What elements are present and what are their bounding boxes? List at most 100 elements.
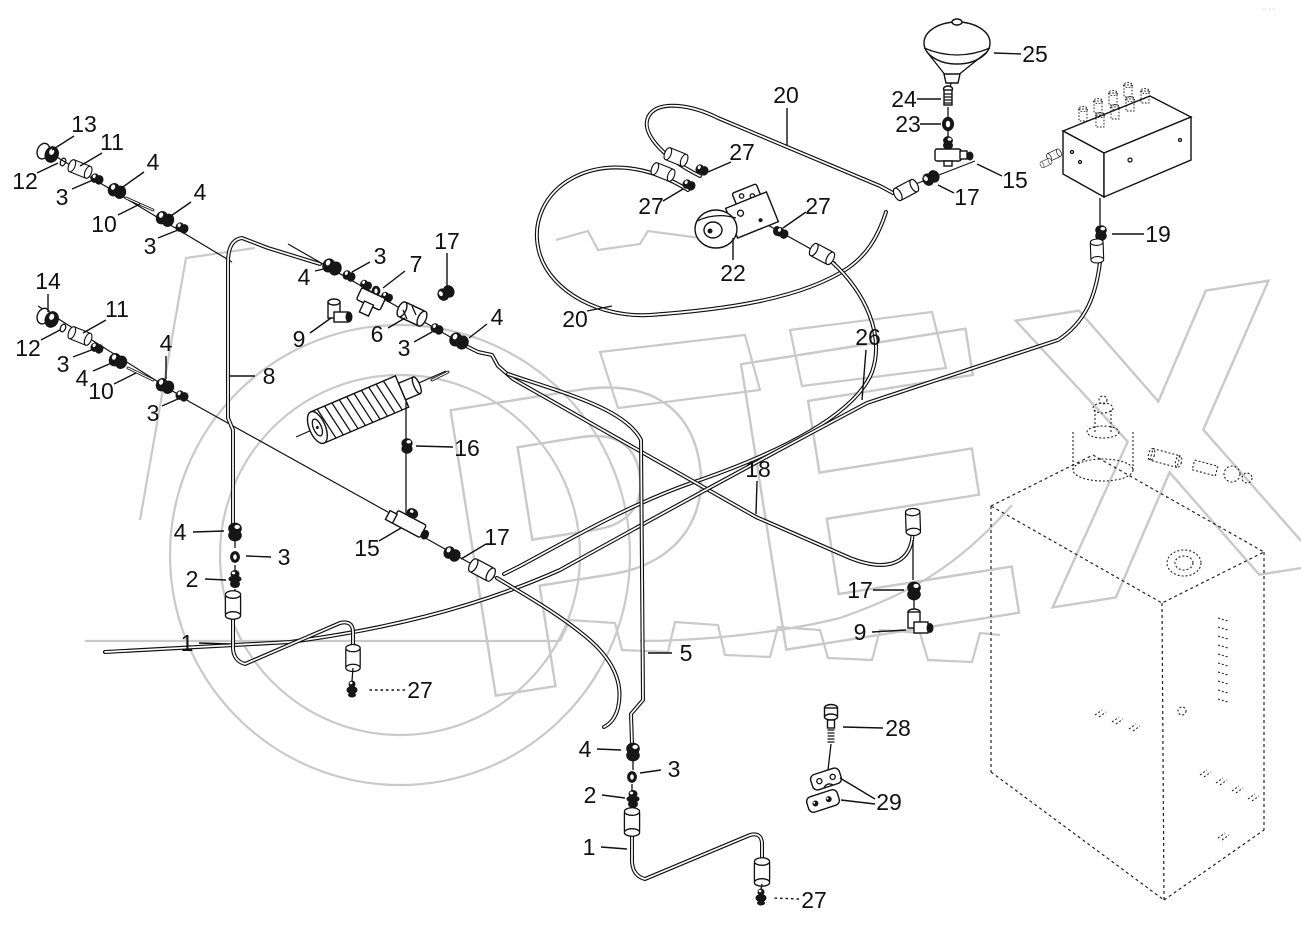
callout-1: 1 bbox=[583, 834, 596, 860]
callout-28: 28 bbox=[885, 715, 911, 741]
leader-line bbox=[204, 578, 227, 581]
leader-line bbox=[113, 372, 137, 385]
corner-micro-mark: ·· ··· bbox=[1262, 6, 1276, 13]
callout-26: 26 bbox=[855, 324, 881, 350]
callout-4: 4 bbox=[174, 519, 187, 545]
callout-13: 13 bbox=[71, 111, 97, 137]
leader-line bbox=[245, 555, 272, 558]
leader-line bbox=[600, 846, 628, 850]
tee-fitting-15-bottom bbox=[384, 508, 430, 540]
leader-line bbox=[993, 52, 1022, 55]
callout-11: 11 bbox=[105, 296, 129, 322]
leader-line bbox=[842, 726, 884, 729]
callout-27: 27 bbox=[407, 677, 433, 703]
elbow-9-tank bbox=[907, 608, 934, 634]
hose-end-20a bbox=[890, 177, 922, 203]
callout-11: 11 bbox=[100, 129, 124, 155]
leader-line bbox=[937, 184, 955, 194]
funnel-25 bbox=[923, 18, 991, 93]
fitting-24 bbox=[942, 85, 954, 106]
tank-line-end bbox=[904, 507, 934, 634]
callout-5: 5 bbox=[680, 640, 693, 666]
leader-line bbox=[119, 171, 145, 190]
bottom-port-stack bbox=[623, 742, 771, 906]
leader-line bbox=[662, 188, 684, 202]
left-port-stack bbox=[224, 522, 361, 698]
tank-hatch-column bbox=[1217, 617, 1229, 703]
leader-line bbox=[839, 777, 876, 800]
callout-17: 17 bbox=[954, 184, 980, 210]
hose-end-pump-a bbox=[661, 146, 691, 168]
callout-25: 25 bbox=[1022, 41, 1048, 67]
leader-line bbox=[707, 161, 732, 173]
callout-2: 2 bbox=[584, 782, 597, 808]
callout-9: 9 bbox=[293, 326, 306, 352]
hose-20a bbox=[644, 103, 895, 195]
leader-line bbox=[596, 748, 622, 751]
leader-line bbox=[82, 319, 107, 334]
callout-18: 18 bbox=[745, 456, 771, 482]
callout-4: 4 bbox=[491, 304, 504, 330]
leader-line bbox=[40, 329, 61, 341]
callout-3: 3 bbox=[147, 400, 160, 426]
leader-line bbox=[871, 629, 907, 633]
leader-line bbox=[378, 527, 402, 542]
callout-27: 27 bbox=[638, 193, 664, 219]
callout-14: 14 bbox=[35, 268, 61, 294]
leader-line bbox=[71, 179, 94, 190]
leader-line bbox=[415, 445, 454, 448]
leader-line bbox=[117, 203, 141, 216]
callout-3: 3 bbox=[668, 756, 681, 782]
callout-10: 10 bbox=[91, 211, 117, 237]
callout-3: 3 bbox=[278, 544, 291, 570]
callout-7: 7 bbox=[410, 251, 423, 277]
callout-12: 12 bbox=[12, 168, 38, 194]
callout-4: 4 bbox=[194, 179, 207, 205]
leader-line bbox=[161, 397, 181, 407]
callout-20: 20 bbox=[562, 306, 588, 332]
leader-line bbox=[167, 201, 192, 219]
callout-24: 24 bbox=[891, 86, 917, 112]
callout-27: 27 bbox=[729, 139, 755, 165]
elbow-9-mid bbox=[327, 298, 353, 323]
leader-line bbox=[772, 897, 800, 900]
callout-4: 4 bbox=[147, 149, 160, 175]
filter-assembly bbox=[306, 370, 498, 584]
leader-line bbox=[413, 331, 433, 343]
leader-line bbox=[387, 317, 406, 329]
callout-3: 3 bbox=[144, 233, 157, 259]
callout-17: 17 bbox=[484, 524, 510, 550]
leader-line bbox=[976, 163, 1003, 177]
leader-line bbox=[601, 794, 626, 799]
control-valve-22 bbox=[694, 183, 781, 249]
valve-block bbox=[1038, 82, 1193, 225]
callout-3: 3 bbox=[374, 243, 387, 269]
callout-3: 3 bbox=[57, 351, 70, 377]
nut-16 bbox=[401, 438, 413, 454]
leader-line bbox=[382, 270, 406, 289]
callout-4: 4 bbox=[76, 365, 89, 391]
callout-4: 4 bbox=[298, 264, 311, 290]
leader-line bbox=[755, 480, 758, 515]
callout-10: 10 bbox=[88, 378, 114, 404]
callout-15: 15 bbox=[1002, 167, 1028, 193]
watermark-letters: PEX bbox=[409, 188, 1301, 789]
callout-8: 8 bbox=[263, 363, 276, 389]
leader-line bbox=[314, 267, 329, 272]
callout-4: 4 bbox=[579, 736, 592, 762]
hose-end-pump-b bbox=[648, 161, 678, 183]
leader-line bbox=[840, 799, 876, 805]
leader-line bbox=[72, 348, 95, 358]
leader-line bbox=[468, 323, 488, 339]
callout-3: 3 bbox=[56, 184, 69, 210]
leader-line bbox=[586, 305, 613, 312]
callout-12: 12 bbox=[15, 335, 41, 361]
callout-20: 20 bbox=[773, 82, 799, 108]
callout-19: 19 bbox=[1145, 221, 1171, 247]
callout-17: 17 bbox=[847, 577, 873, 603]
leader-line bbox=[79, 152, 103, 167]
washer-23 bbox=[941, 116, 955, 132]
leader-line bbox=[192, 530, 225, 533]
